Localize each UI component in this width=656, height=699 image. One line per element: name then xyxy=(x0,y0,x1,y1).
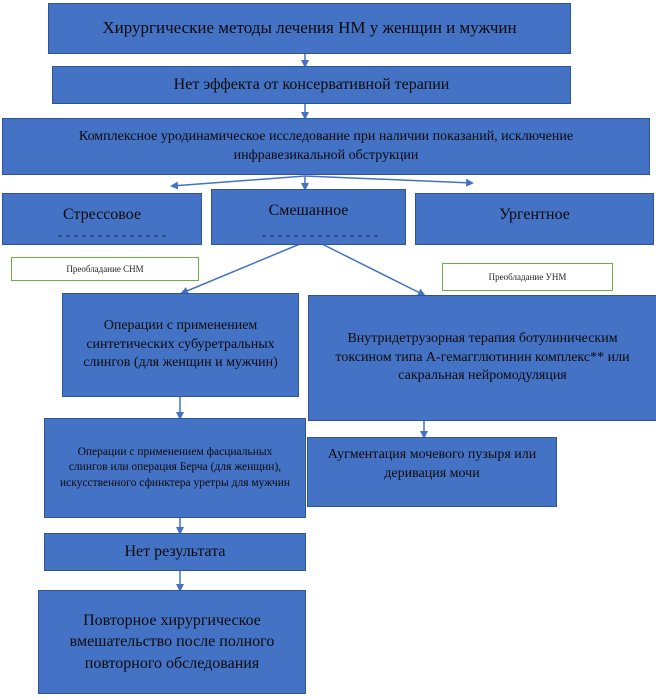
repeat-surgery-box: Повторное хирургическое вмешательство по… xyxy=(38,590,306,694)
repeat-surgery-text: Повторное хирургическое вмешательство по… xyxy=(69,611,275,672)
predominant-unm-label: Преобладание УНМ xyxy=(442,263,613,291)
arrow-study-to-urgent xyxy=(304,175,474,187)
urodynamic-study-text: Комплексное уродинамическое исследование… xyxy=(78,128,574,163)
no-effect-text: Нет эффекта от консервативной терапии xyxy=(173,76,450,94)
botox-text: Внутридетрузорная терапия ботулиническим… xyxy=(335,330,630,384)
fascial-operations-text: Операции с применением фасциальных слинг… xyxy=(59,445,291,489)
no-result-text: Нет результата xyxy=(124,543,226,561)
fascial-operations-box: Операции с применением фасциальных слинг… xyxy=(44,418,306,518)
arrow-mixed-to-slings xyxy=(180,238,313,295)
augmentation-box: Аугментация мочевого пузыря или дериваци… xyxy=(307,437,557,507)
urgent-box: Ургентное xyxy=(415,193,654,245)
augmentation-text: Аугментация мочевого пузыря или дериваци… xyxy=(327,447,537,481)
title-box: Хирургические методы лечения НМ у женщин… xyxy=(48,3,571,54)
stress-dashes: - - - - - - - - - - - - - - xyxy=(58,228,167,242)
arrow-mixed-to-botox xyxy=(311,238,426,296)
mixed-text: Смешанное xyxy=(268,202,349,219)
stress-text: Стрессовое xyxy=(62,206,142,223)
no-effect-box: Нет эффекта от консервативной терапии xyxy=(52,66,571,104)
urgent-text: Ургентное xyxy=(499,206,570,223)
mixed-dashes: - - - - - - - - - - - - - - - xyxy=(262,228,379,242)
urodynamic-study-box: Комплексное уродинамическое исследование… xyxy=(2,118,650,175)
predominant-snm-label: Преобладание СНМ xyxy=(11,257,199,281)
mixed-box: Смешанное xyxy=(211,189,406,245)
no-result-box: Нет результата xyxy=(44,533,306,571)
predominant-unm-text: Преобладание УНМ xyxy=(488,272,567,282)
arrow-study-to-stress xyxy=(170,175,306,190)
title-text: Хирургические методы лечения НМ у женщин… xyxy=(102,18,517,38)
sling-operations-text: Операции с применением синтетических суб… xyxy=(83,317,278,371)
sling-operations-box: Операции с применением синтетических суб… xyxy=(62,293,299,397)
botox-box: Внутридетрузорная терапия ботулиническим… xyxy=(308,295,656,421)
predominant-snm-text: Преобладание СНМ xyxy=(66,264,144,274)
stress-box: Стрессовое xyxy=(2,193,202,245)
